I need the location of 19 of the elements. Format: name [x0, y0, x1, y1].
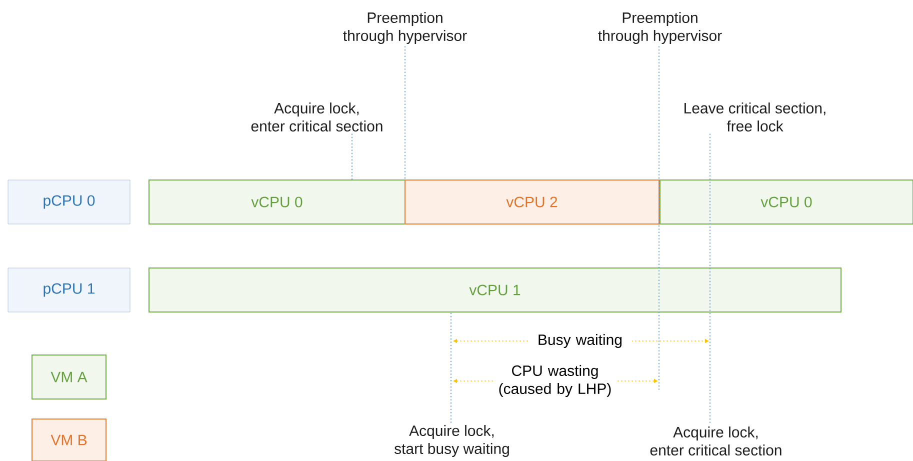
event-label: Leave critical section, free lock — [684, 102, 826, 132]
event-label: Preemption through hypervisor — [343, 12, 467, 44]
event-label: Acquire lock, start busy waiting — [394, 425, 509, 457]
pcpu-box: pCPU 0 — [8, 180, 130, 224]
leader-line — [450, 312, 452, 424]
dimension-label: CPU wasting (caused by LHP) — [493, 363, 617, 399]
pcpu-box: pCPU 1 — [8, 268, 130, 312]
event-label: Acquire lock, enter critical section — [650, 426, 782, 456]
vcpu-bar: vCPU 0 — [148, 180, 406, 224]
dimension-label: Busy waiting — [528, 332, 632, 350]
vcpu-bar: vCPU 1 — [148, 268, 842, 312]
event-label: Preemption through hypervisor — [598, 12, 722, 44]
legend-box: VM B — [32, 418, 106, 461]
leader-line — [404, 46, 406, 180]
legend-box: VM A — [32, 354, 106, 400]
vcpu-bar: vCPU 0 — [660, 180, 913, 224]
event-label: Acquire lock, enter critical section — [251, 102, 382, 132]
vcpu-bar: vCPU 2 — [404, 180, 660, 224]
leader-line — [658, 46, 660, 390]
